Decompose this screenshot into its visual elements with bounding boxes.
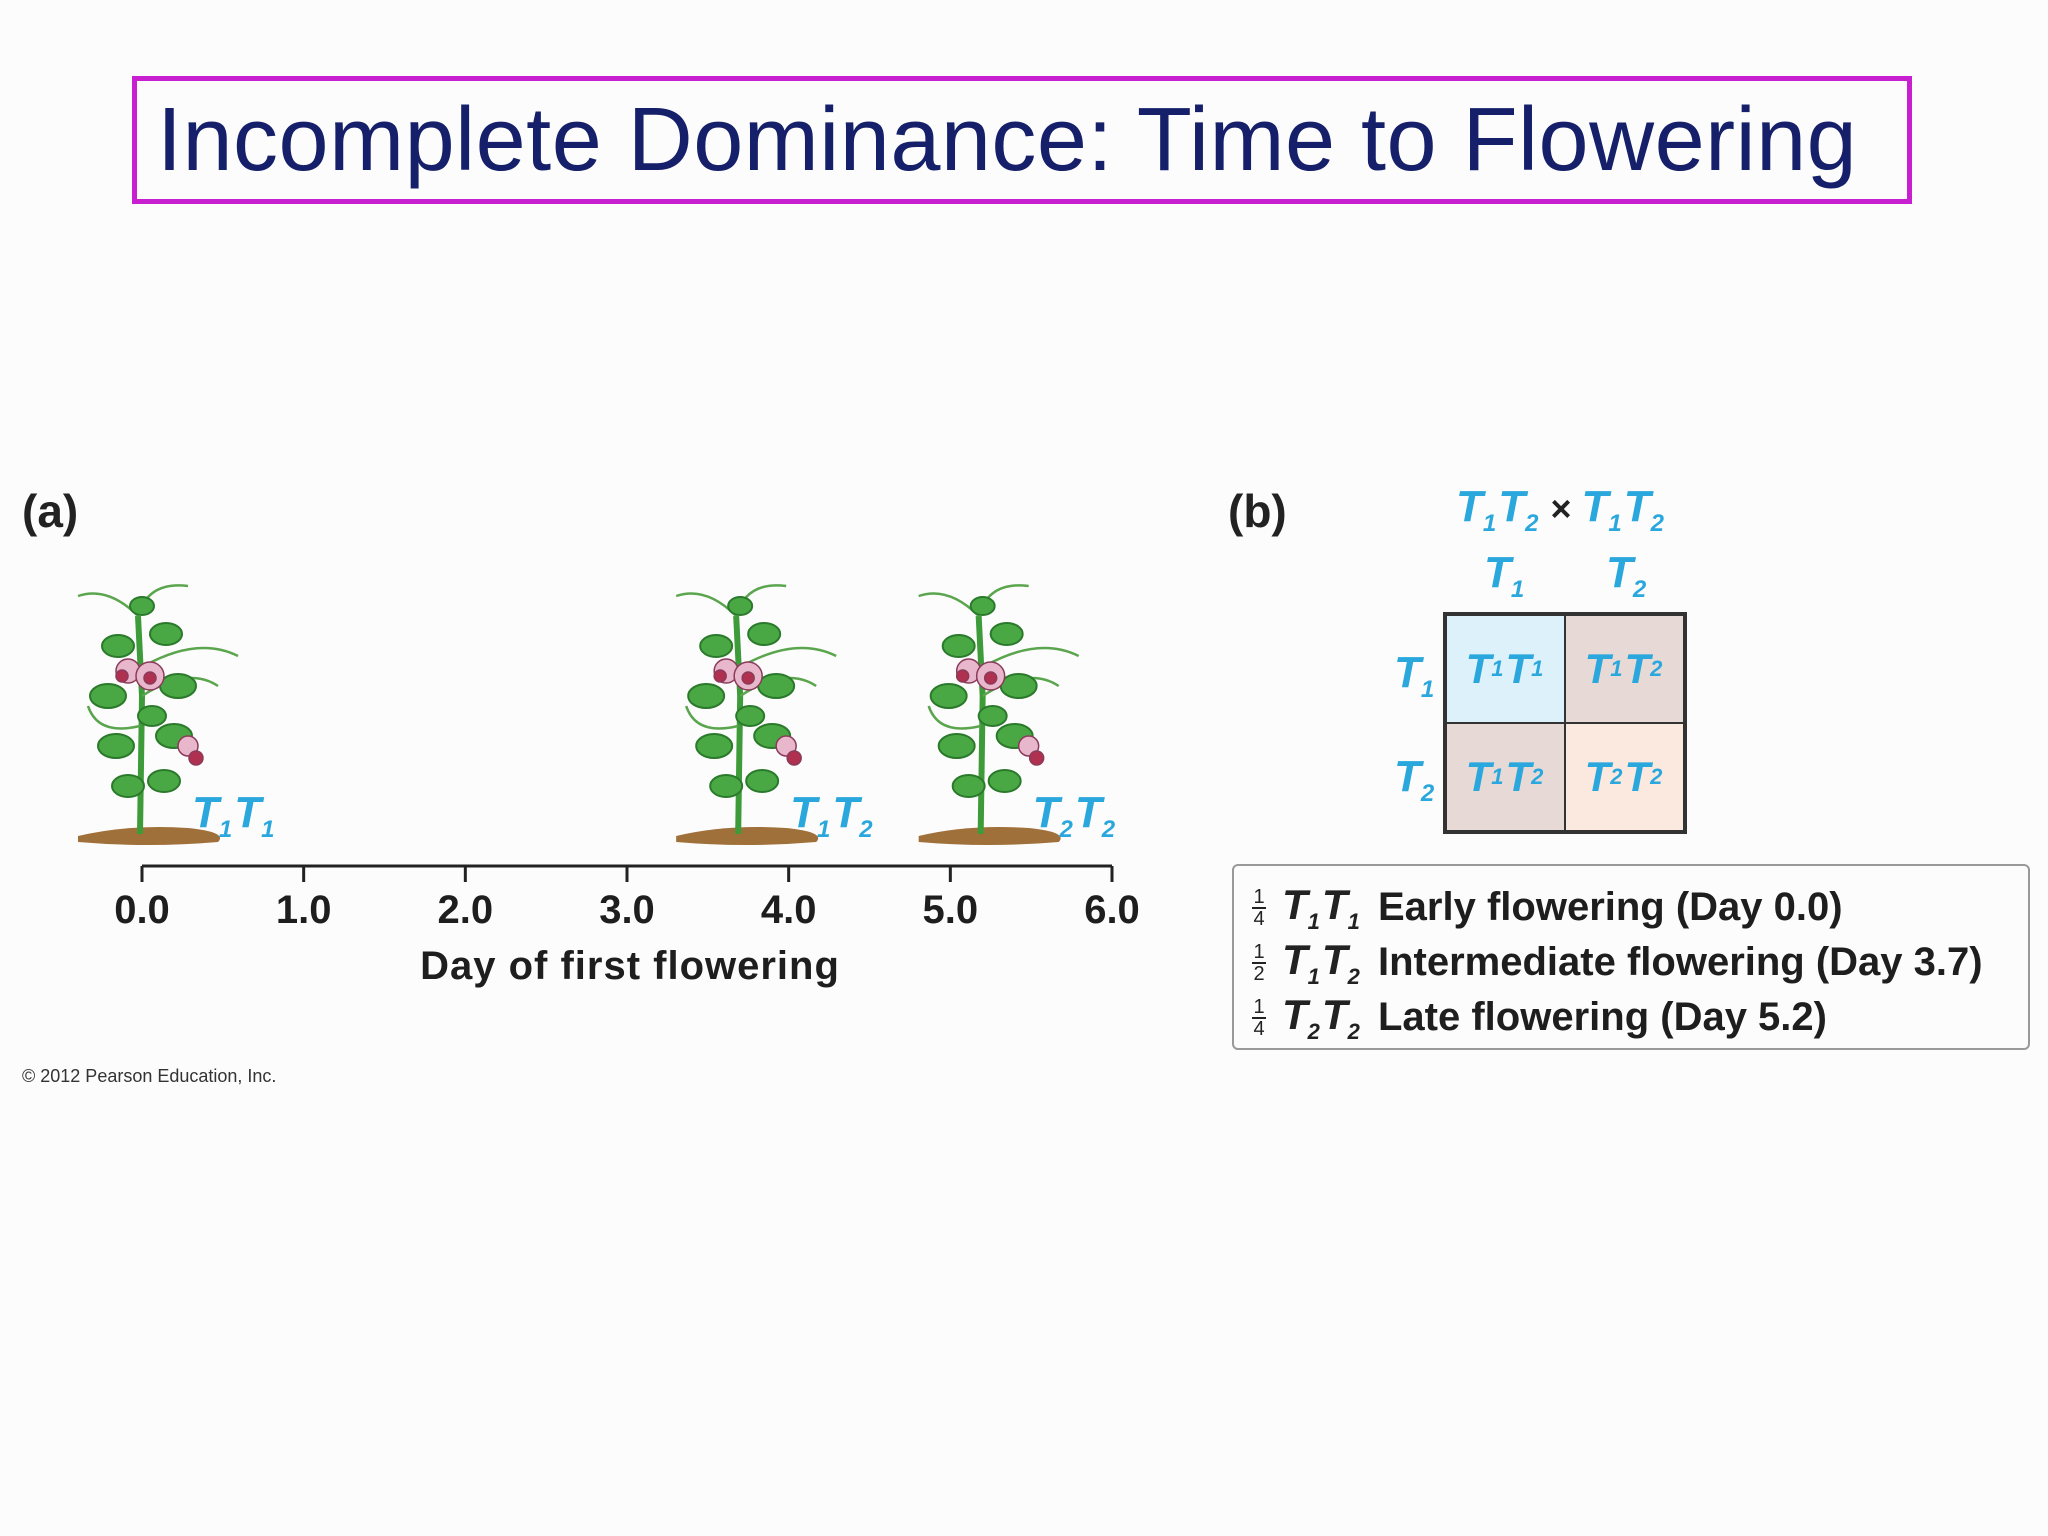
plant-genotype: T1T2 <box>790 788 873 843</box>
title-box: Incomplete Dominance: Time to Flowering <box>132 76 1912 204</box>
row-header-1: T1 <box>1394 648 1435 703</box>
cross-parents: T1T2×T1T2 <box>1456 482 1666 538</box>
tick-label: 2.0 <box>437 888 494 932</box>
tick-label: 0.0 <box>114 888 170 932</box>
slide-title: Incomplete Dominance: Time to Flowering <box>157 89 1858 190</box>
tick-label: 5.0 <box>922 888 979 932</box>
summary-genotype: T2T2 <box>1282 990 1360 1044</box>
row-header-2: T2 <box>1394 752 1435 807</box>
cross-right: T1T2 <box>1581 482 1665 537</box>
panel-a-label: (a) <box>22 485 79 537</box>
summary-description: Intermediate flowering (Day 3.7) <box>1378 940 1983 984</box>
tick-label: 6.0 <box>1084 888 1140 932</box>
flowering-timeline <box>0 560 1114 882</box>
col-header-1: T1 <box>1484 548 1525 603</box>
summary-description: Late flowering (Day 5.2) <box>1378 995 1827 1039</box>
plant-genotype: T1T1 <box>192 788 275 843</box>
col-header-2: T2 <box>1606 548 1647 603</box>
summary-genotype: T1T2 <box>1282 935 1360 989</box>
axis-title: Day of first flowering <box>420 944 840 988</box>
summary-genotype: T1T1 <box>1282 880 1360 934</box>
tick-label: 3.0 <box>599 888 655 932</box>
panel-b-label: (b) <box>1228 485 1287 537</box>
cross-symbol: × <box>1550 488 1572 529</box>
tick-label: 1.0 <box>275 888 332 932</box>
cross-left: T1T2 <box>1456 482 1539 537</box>
copyright: © 2012 Pearson Education, Inc. <box>22 1066 277 1086</box>
summary-description: Early flowering (Day 0.0) <box>1378 885 1843 929</box>
tick-label: 4.0 <box>760 888 817 932</box>
plant-genotype: T2T2 <box>1032 788 1116 843</box>
